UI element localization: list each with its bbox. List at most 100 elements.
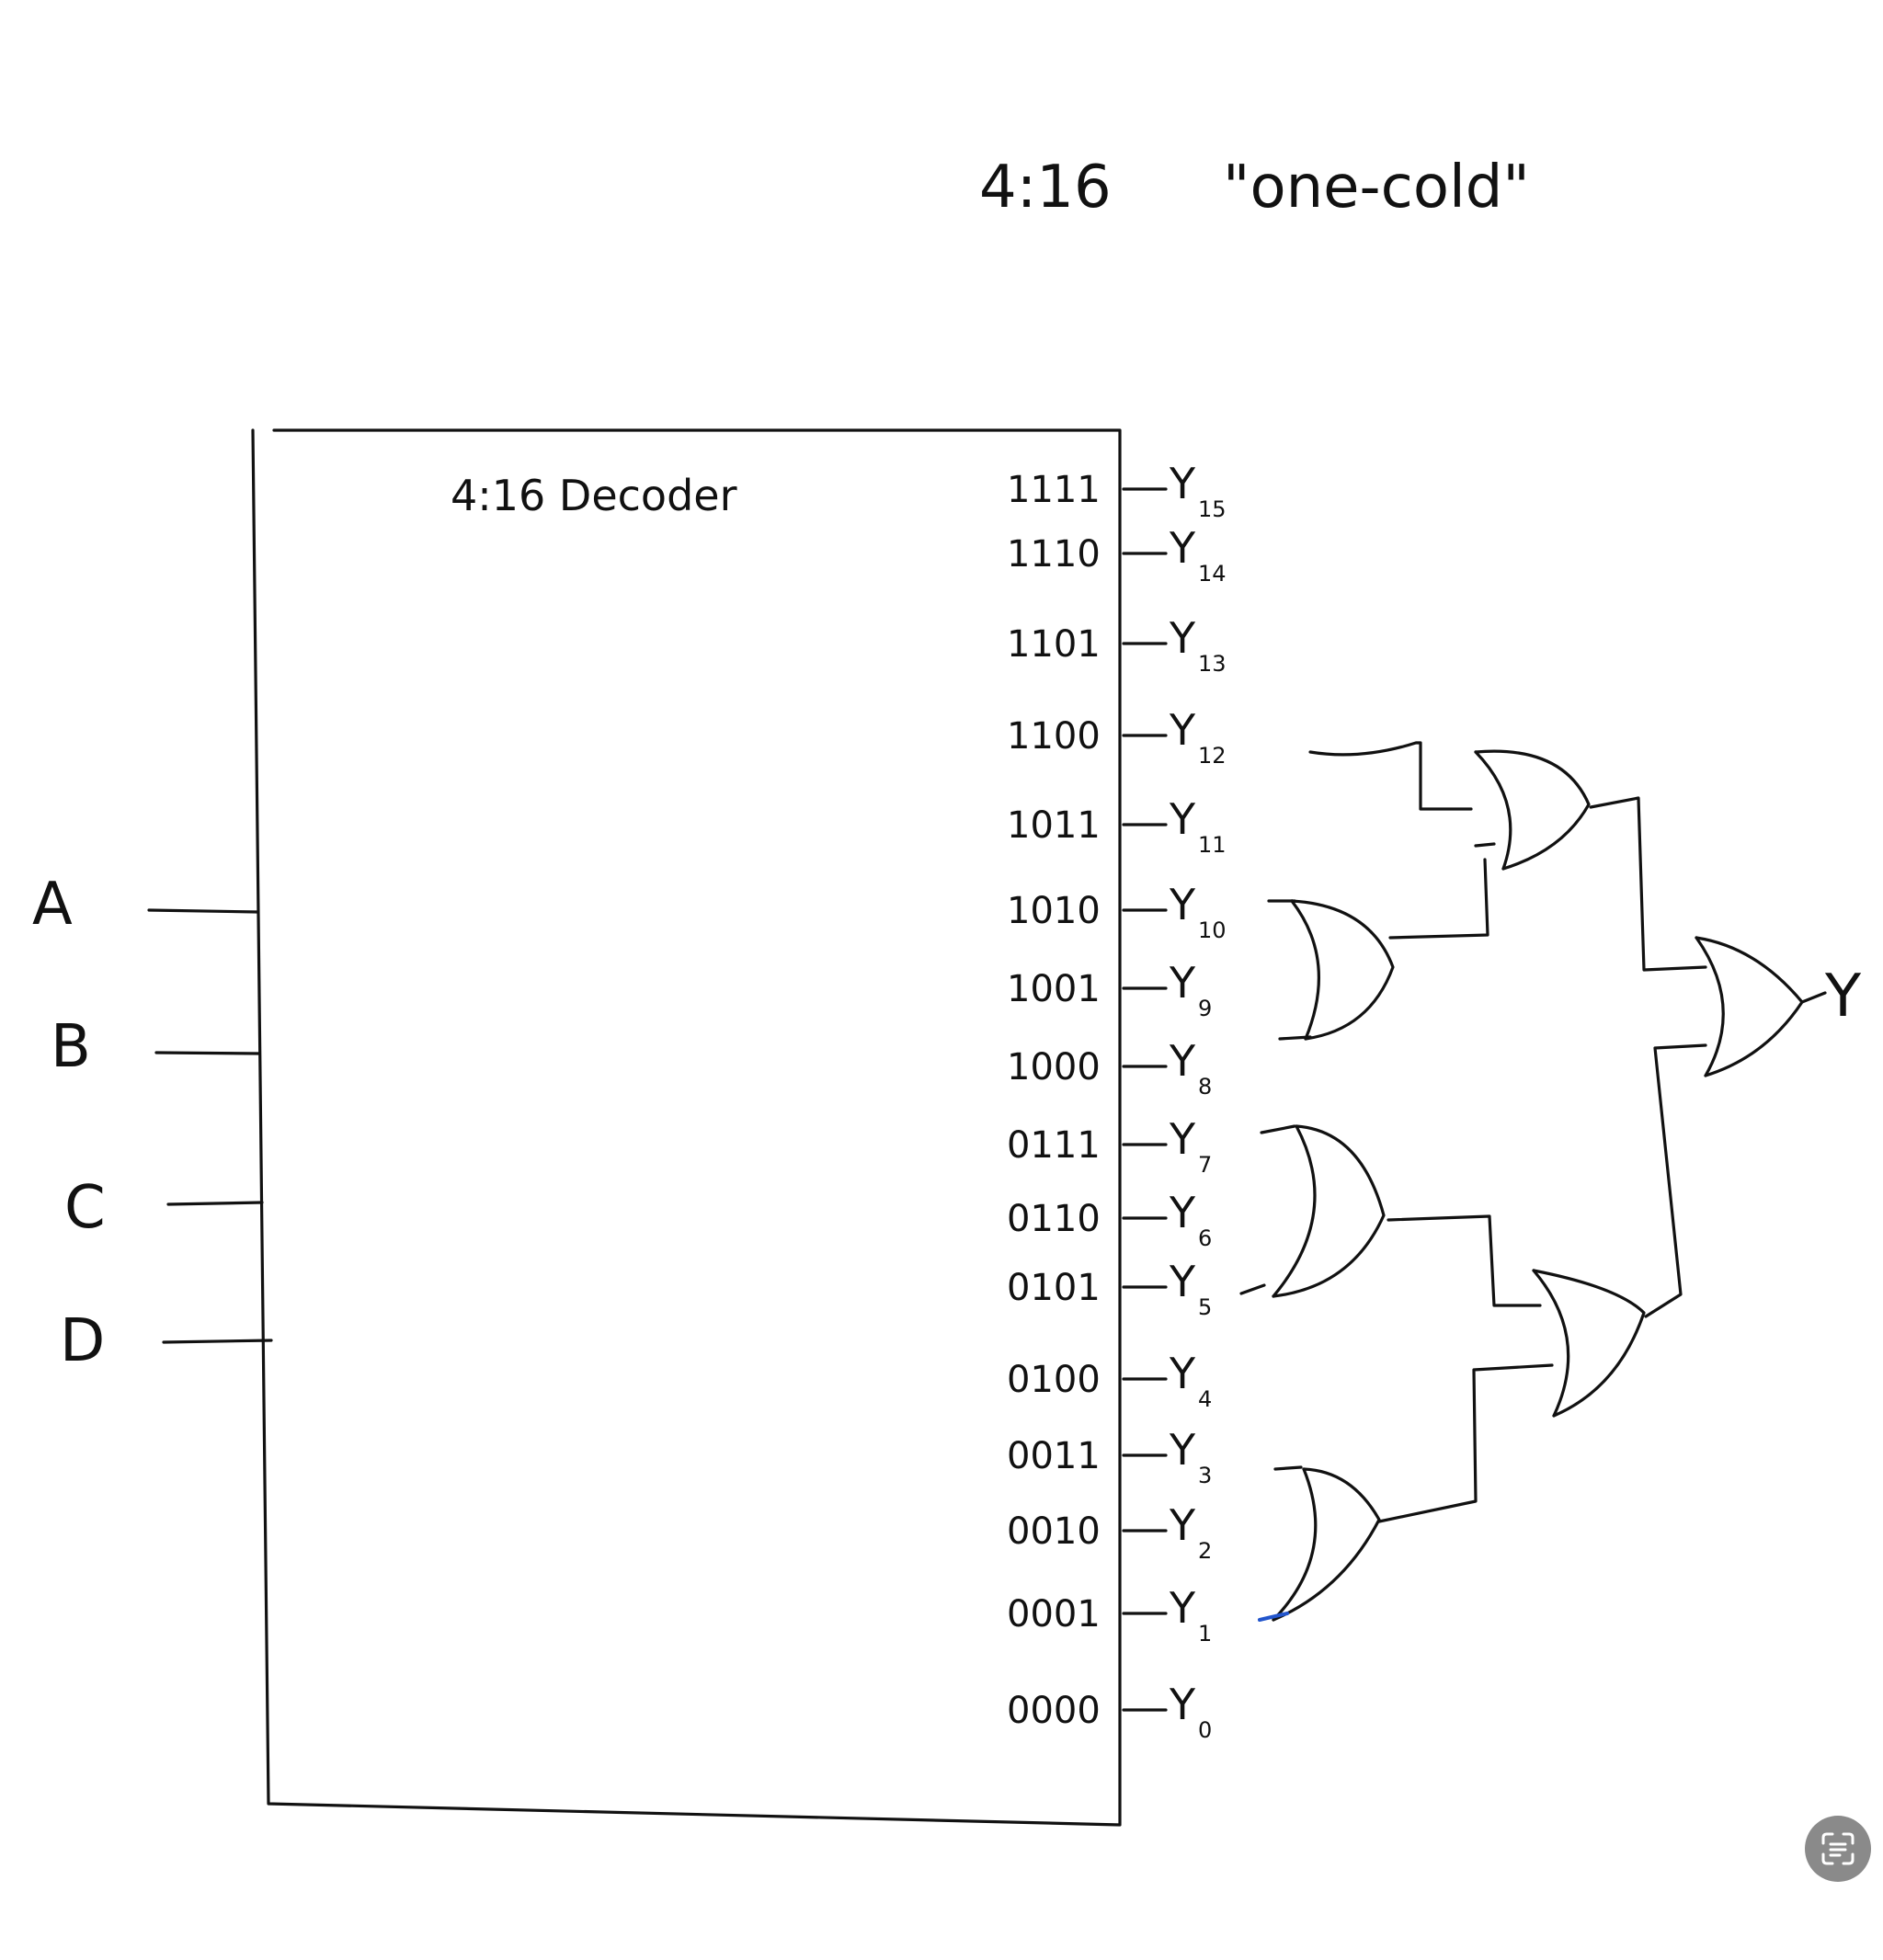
output-name: Y [1169,705,1196,755]
final-output-stub [1800,991,1827,1004]
title-ratio: 4:16 [979,154,1112,222]
output-row-y9: 1001 Y9 [1007,958,1212,1021]
or-gate-y3-y1 [1272,1467,1381,1622]
output-subscript: 0 [1198,1717,1212,1743]
output-code: 0101 [1007,1267,1101,1309]
output-name: Y [1169,523,1196,573]
output-row-y10: 1010 Y10 [1007,880,1227,943]
output-row-y14: 1110 Y14 [1007,523,1227,587]
output-subscript: 7 [1198,1152,1212,1178]
output-name: Y [1169,1349,1196,1398]
output-subscript: 8 [1198,1074,1212,1100]
wire-y7-stub [1260,1124,1296,1134]
output-subscript: 15 [1198,496,1227,522]
output-name: Y [1169,1114,1196,1164]
wire-y8-stub [1278,1035,1312,1041]
output-code: 0111 [1007,1124,1101,1167]
output-code: 1001 [1007,968,1101,1010]
output-subscript: 14 [1198,561,1227,587]
output-row-y2: 0010 Y2 [1007,1500,1212,1564]
input-label-c: C [64,1174,106,1242]
wire-y5-stub [1239,1283,1266,1295]
output-name: Y [1169,1036,1196,1086]
output-row-y7: 0111 Y7 [1007,1114,1212,1178]
output-code: 0011 [1007,1435,1101,1477]
output-subscript: 9 [1198,996,1212,1021]
wire-y12 [1308,741,1473,811]
output-subscript: 13 [1198,651,1227,677]
output-subscript: 1 [1198,1621,1212,1647]
output-subscript: 4 [1198,1386,1212,1412]
output-subscript: 3 [1198,1463,1212,1488]
output-name: Y [1169,958,1196,1008]
output-row-y12: 1100 Y12 [1007,705,1227,769]
output-subscript: 5 [1198,1294,1212,1320]
or-gate-final [1695,936,1804,1077]
output-code: 1110 [1007,533,1101,575]
decoder-label: 4:16 Decoder [451,471,737,520]
output-name: Y [1169,1425,1196,1475]
wire-g4-to-g5 [1377,1363,1554,1523]
output-code: 0001 [1007,1593,1101,1635]
title-one-cold: "one-cold" [1223,154,1530,222]
output-name: Y [1169,794,1196,844]
input-wire-c [166,1201,264,1206]
output-name: Y [1169,1257,1196,1306]
output-row-y11: 1011 Y11 [1007,794,1227,858]
live-text-scan-button[interactable] [1805,1816,1871,1882]
output-subscript: 11 [1198,832,1227,858]
wire-g1-to-final [1589,796,1707,972]
output-code: 1111 [1007,469,1101,511]
output-row-y0: 0000 Y0 [1007,1680,1212,1743]
output-code: 1010 [1007,890,1101,932]
output-name: Y [1169,1680,1196,1729]
output-row-y15: 1111 Y15 [1007,459,1227,522]
output-subscript: 12 [1198,743,1227,769]
output-code: 0010 [1007,1510,1101,1553]
final-output-label: Y [1824,963,1862,1031]
output-subscript: 10 [1198,917,1227,943]
output-code: 1101 [1007,623,1101,666]
input-lines: A B C D [32,871,273,1375]
output-subscript: 6 [1198,1225,1212,1251]
output-row-y6: 0110 Y6 [1007,1188,1212,1251]
live-text-scan-icon [1821,1832,1854,1865]
output-code: 1100 [1007,715,1101,758]
output-name: Y [1169,1188,1196,1237]
wire-y3-stub [1273,1465,1303,1471]
or-gate-y12-y11 [1474,749,1591,871]
or-gate-g3-g4 [1532,1269,1646,1418]
output-row-y3: 0011 Y3 [1007,1425,1212,1488]
input-wire-a [147,908,259,914]
output-name: Y [1169,1583,1196,1633]
output-name: Y [1169,1500,1196,1550]
output-subscript: 2 [1198,1538,1212,1564]
input-wire-b [154,1051,261,1055]
output-name: Y [1169,459,1196,508]
output-name: Y [1169,880,1196,929]
or-gate-y7-y5 [1272,1124,1386,1298]
output-code: 0000 [1007,1690,1101,1732]
output-code: 1000 [1007,1046,1101,1088]
or-gate-tree: Y [1239,741,1862,1622]
input-label-a: A [32,871,73,939]
wire-y11-stub [1474,842,1496,848]
output-code: 1011 [1007,804,1101,847]
output-row-y4: 0100 Y4 [1007,1349,1212,1412]
wire-y1-stub [1258,1612,1289,1622]
output-row-y8: 1000 Y8 [1007,1036,1212,1100]
wire-g5-to-final [1644,1043,1707,1318]
input-label-d: D [60,1307,105,1375]
input-wire-d [162,1339,273,1344]
output-row-y1: 0001 Y1 [1007,1583,1212,1647]
wire-g2-to-g1 [1388,858,1489,940]
input-label-b: B [51,1013,91,1081]
output-row-y5: 0101 Y5 [1007,1257,1212,1320]
decoder-box [251,428,1122,1827]
wire-g3-to-g5 [1387,1214,1542,1307]
output-code: 0110 [1007,1198,1101,1240]
output-code: 0100 [1007,1359,1101,1401]
